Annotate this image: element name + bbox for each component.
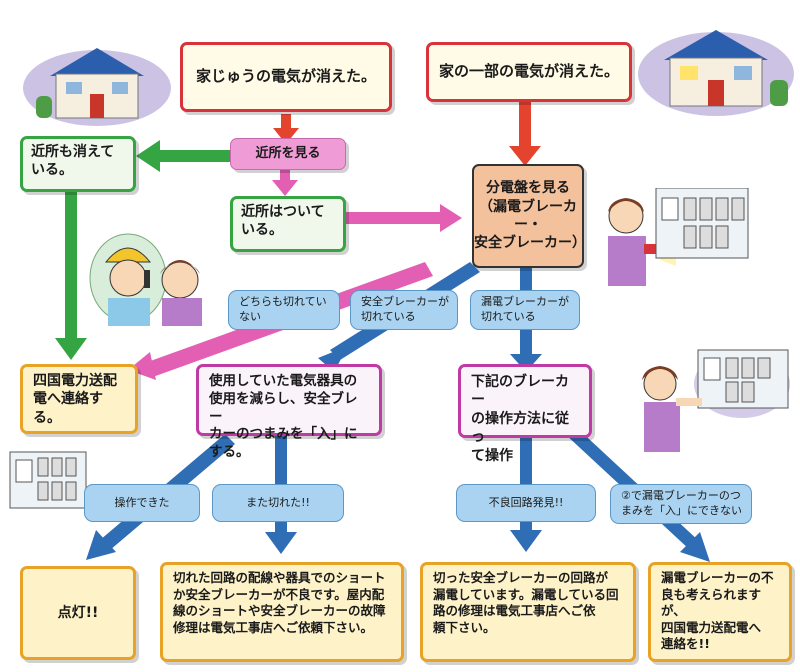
woman-flashlight-icon bbox=[608, 188, 749, 286]
contact-power-company-box: 四国電力送配 電へ連絡する。 bbox=[20, 364, 138, 434]
neighbors-out-box: 近所も消えて いる。 bbox=[20, 136, 136, 192]
part-house-out-box: 家の一部の電気が消えた。 bbox=[426, 42, 632, 102]
short-circuit-box: 切れた回路の配線や器具でのショート か安全ブレーカーが不良です。屋内配 線のショ… bbox=[160, 562, 404, 662]
red-arrows bbox=[273, 100, 541, 166]
reduce-appliances-box: 使用していた電気器具の 使用を減らし、安全ブレー カーのつまみを「入」にする。 bbox=[196, 364, 382, 460]
woman-at-panel-icon bbox=[642, 349, 790, 452]
could-operate-label: 操作できた bbox=[84, 484, 200, 522]
both-not-off-label: どちらも切れてい ない bbox=[228, 290, 340, 330]
leakage-repair-box: 切った安全ブレーカーの回路が 漏電しています。漏電している回 路の修理は電気工事… bbox=[420, 562, 636, 662]
breaker-panel-icon bbox=[9, 451, 87, 509]
whole-house-out-box: 家じゅうの電気が消えた。 bbox=[180, 42, 392, 112]
look-panel-box: 分電盤を見る （漏電ブレーカー・ 安全ブレーカー） bbox=[472, 164, 586, 268]
cannot-set-breaker-label: ②で漏電ブレーカーのつ まみを「入」にできない bbox=[610, 484, 752, 524]
fault-circuit-found-label: 不良回路発見!! bbox=[456, 484, 596, 522]
tripped-again-label: また切れた!! bbox=[212, 484, 344, 522]
lights-on-box: 点灯!! bbox=[20, 566, 136, 660]
neighbors-on-box: 近所はついて いる。 bbox=[230, 196, 346, 252]
house-lit-icon bbox=[638, 30, 794, 116]
leak-breaker-off-label: 漏電ブレーカーが 切れている bbox=[470, 290, 580, 330]
safety-breaker-off-label: 安全ブレーカーが 切れている bbox=[350, 290, 458, 330]
breaker-faulty-box: 漏電ブレーカーの不 良も考えられますが、 四国電力送配電へ 連絡を!! bbox=[648, 562, 792, 662]
look-neighbors-box: 近所を見る bbox=[230, 138, 346, 170]
worker-on-phone-icon bbox=[89, 233, 202, 326]
house-icon bbox=[23, 48, 171, 126]
follow-breaker-procedure-box: 下記のブレーカー の操作方法に従っ て操作 bbox=[458, 364, 592, 464]
green-arrows bbox=[55, 140, 236, 360]
